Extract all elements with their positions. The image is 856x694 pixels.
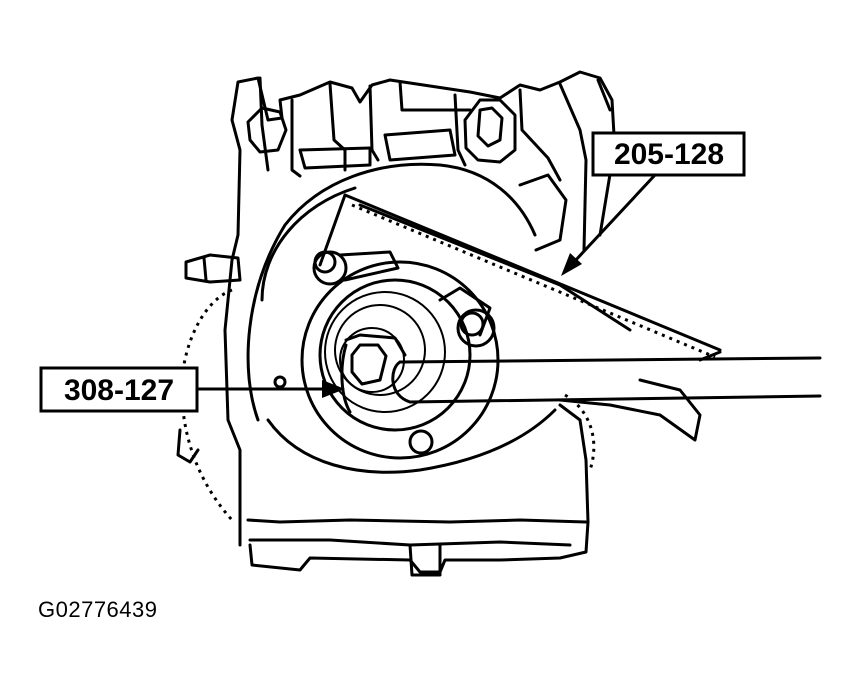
label-box-205-128 [591, 131, 746, 177]
wrench-308-127 [340, 343, 822, 414]
figure-id: G02776439 [38, 597, 158, 622]
arrow-head-308-127 [322, 380, 345, 398]
label-308-127: 308-127 [64, 374, 174, 407]
callout-308-127: 308-127 [39, 366, 345, 413]
label-box-308-127 [39, 366, 199, 413]
holding-tool-205-128 [318, 193, 722, 362]
crankshaft-pulley [246, 162, 557, 474]
engine-block [176, 70, 702, 577]
callout-205-128: 205-128 [561, 131, 746, 276]
arrow-head-205-128 [561, 253, 582, 276]
label-205-128: 205-128 [614, 138, 724, 171]
